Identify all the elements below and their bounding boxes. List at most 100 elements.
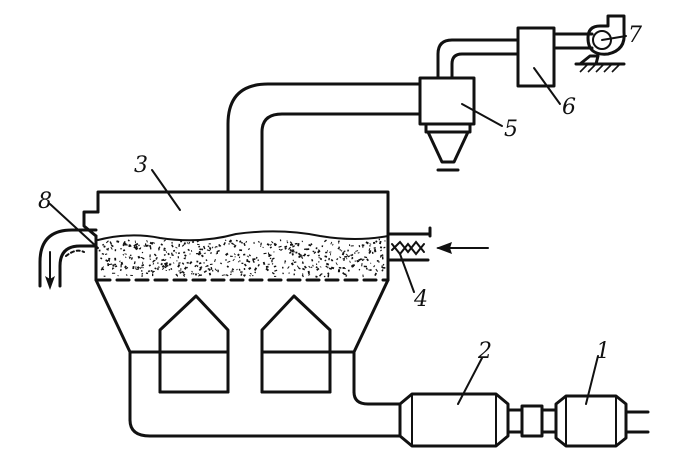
bed-particle (199, 266, 203, 269)
fan-7 (574, 14, 626, 73)
bed-particle (326, 250, 329, 252)
bed-particle (274, 269, 278, 272)
bed-particle (110, 246, 113, 250)
bed-particle (339, 248, 342, 251)
bed-particle (249, 275, 252, 277)
bed-particle (141, 251, 144, 254)
bed-particle (170, 252, 173, 256)
bed-particle (369, 243, 372, 245)
bed-particle (164, 266, 167, 269)
bed-particle (134, 246, 138, 251)
bed-particle (178, 262, 181, 264)
label-3: 3 (134, 153, 148, 178)
label-7: 7 (628, 23, 642, 48)
bed-particle (151, 271, 154, 274)
bed-particle (169, 257, 171, 259)
bed-particle (302, 267, 306, 271)
bed-particle (337, 269, 341, 272)
bed-particle (197, 272, 199, 275)
bed-particle (142, 261, 144, 265)
bed-particle (319, 266, 322, 268)
bed-particle (357, 258, 360, 263)
bed-particle (284, 245, 288, 249)
bed-particle (214, 246, 216, 249)
bed-particle (337, 240, 340, 243)
bed-particle (122, 249, 126, 252)
bed-particle (241, 262, 244, 265)
cyclone-5 (418, 76, 476, 172)
bed-particle (175, 246, 178, 249)
bed-particle (381, 256, 384, 260)
bed-particle (219, 244, 222, 247)
bed-particle (271, 259, 273, 263)
bed-particle (315, 247, 318, 250)
bed-particle (141, 264, 145, 267)
bed-particle (115, 258, 117, 260)
bed-particle (243, 263, 247, 267)
bed-particle (143, 245, 146, 247)
bed-particle (368, 248, 371, 251)
bed-particle (124, 265, 127, 269)
bed-particle (288, 251, 292, 255)
bed-particle (253, 241, 255, 244)
bed-particle (325, 251, 328, 254)
bed-particle (125, 266, 129, 270)
bed-particle (110, 244, 114, 248)
bed-particle (311, 266, 313, 269)
bed-particle (152, 262, 155, 265)
bed-particle (271, 263, 274, 265)
bed-particle (303, 253, 307, 256)
bed-particle (299, 254, 303, 258)
bed-particle (253, 267, 258, 271)
bed-particle (209, 263, 213, 266)
fluidized-bed-layer (97, 230, 389, 278)
bed-particle (107, 263, 110, 267)
bed-particle (293, 268, 296, 272)
bed-particle (249, 272, 252, 275)
bed-particle (265, 265, 269, 268)
bed-particle (125, 244, 128, 246)
bed-particle (114, 249, 117, 252)
bed-particle (243, 253, 246, 256)
bed-particle (163, 239, 166, 242)
bed-particle (165, 251, 168, 253)
bed-particle (223, 242, 226, 246)
bed-particle (163, 249, 166, 252)
bed-particle (382, 263, 385, 266)
bed-particle (260, 242, 262, 246)
bed-particle (112, 267, 115, 270)
bed-particle (141, 257, 145, 260)
bed-particle (379, 240, 382, 245)
bed-particle (168, 269, 171, 271)
bed-particle (350, 253, 354, 257)
bed-particle (312, 250, 315, 253)
label-1: 1 (596, 339, 610, 364)
bed-particle (330, 241, 333, 245)
ground-hatching (579, 63, 621, 73)
bed-particle (335, 262, 338, 266)
bed-particle (165, 264, 169, 268)
bed-particle (371, 251, 374, 254)
bed-particle (280, 248, 283, 251)
bed-particle (101, 266, 105, 269)
bed-particle (141, 270, 143, 272)
bed-particle (318, 261, 320, 263)
bed-particle (274, 275, 277, 277)
bed-particle (293, 251, 295, 253)
bed-particle (145, 245, 148, 248)
bed-particle (102, 243, 105, 246)
bed-particle (313, 251, 317, 254)
bed-particle (139, 267, 142, 269)
bed-particle (257, 263, 260, 267)
bed-particle (308, 265, 311, 269)
bed-particle (195, 253, 199, 255)
bed-particle (135, 266, 137, 270)
duct-chamber-to-cyclone (226, 82, 422, 194)
bed-particle (120, 261, 124, 265)
duct-filter-to-fan (554, 32, 594, 50)
bed-particle (161, 267, 165, 270)
bed-particle (343, 250, 346, 253)
bed-particle (125, 274, 128, 276)
bed-particle (373, 265, 376, 268)
